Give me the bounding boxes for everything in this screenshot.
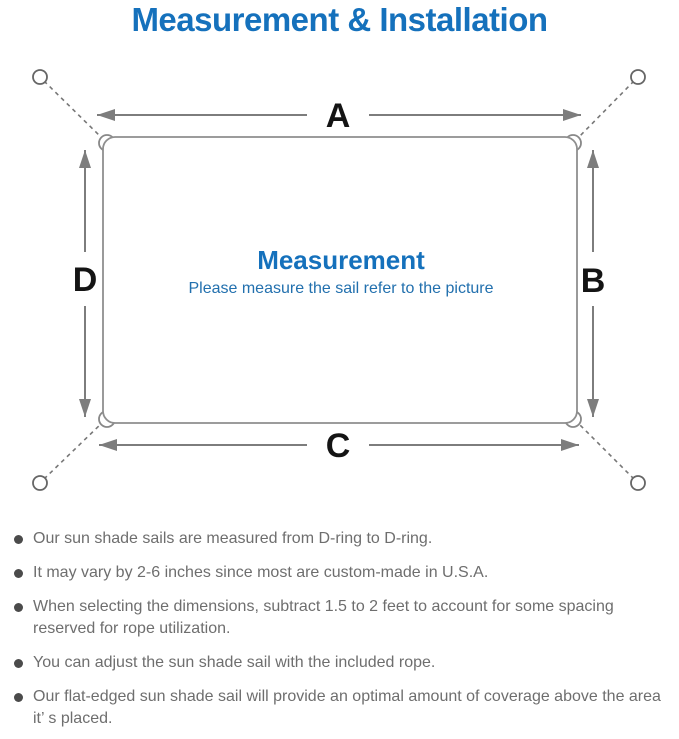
notes-list: Our sun shade sails are measured from D-… <box>10 528 670 739</box>
note-text: It may vary by 2-6 inches since most are… <box>33 564 489 581</box>
note-text: When selecting the dimensions, subtract … <box>33 598 614 637</box>
bullet-dot-icon <box>14 603 23 612</box>
sail-measurement-diagram: A C D B Measurement Please measure the s… <box>32 69 646 491</box>
bullet-dot-icon <box>14 693 23 702</box>
guy-line-bottom-right <box>575 420 635 480</box>
note-item: You can adjust the sun shade sail with t… <box>10 652 670 674</box>
dimension-label-a: A <box>326 97 351 135</box>
anchor-ring-bottom-left <box>32 475 48 491</box>
measurement-subtitle: Please measure the sail refer to the pic… <box>188 280 493 297</box>
note-item: It may vary by 2-6 inches since most are… <box>10 562 670 584</box>
anchor-ring-top-right <box>630 69 646 85</box>
bullet-dot-icon <box>14 535 23 544</box>
measurement-heading: Measurement <box>257 245 425 275</box>
note-text: You can adjust the sun shade sail with t… <box>33 654 436 671</box>
guy-line-bottom-left <box>43 420 105 480</box>
dimension-label-c: C <box>326 427 351 465</box>
bullet-dot-icon <box>14 569 23 578</box>
note-item: Our sun shade sails are measured from D-… <box>10 528 670 550</box>
dimension-label-b: B <box>581 262 606 300</box>
anchor-ring-top-left <box>32 69 48 85</box>
sail-rectangle <box>102 136 578 424</box>
dimension-label-d: D <box>73 261 98 299</box>
page-title: Measurement & Installation <box>131 1 548 38</box>
guy-line-top-right <box>575 80 635 141</box>
anchor-ring-bottom-right <box>630 475 646 491</box>
note-text: Our sun shade sails are measured from D-… <box>33 530 433 547</box>
note-text: Our flat-edged sun shade sail will provi… <box>33 688 661 727</box>
note-item: Our flat-edged sun shade sail will provi… <box>10 686 670 730</box>
note-item: When selecting the dimensions, subtract … <box>10 596 670 640</box>
bullet-dot-icon <box>14 659 23 668</box>
guy-line-top-left <box>43 80 105 141</box>
